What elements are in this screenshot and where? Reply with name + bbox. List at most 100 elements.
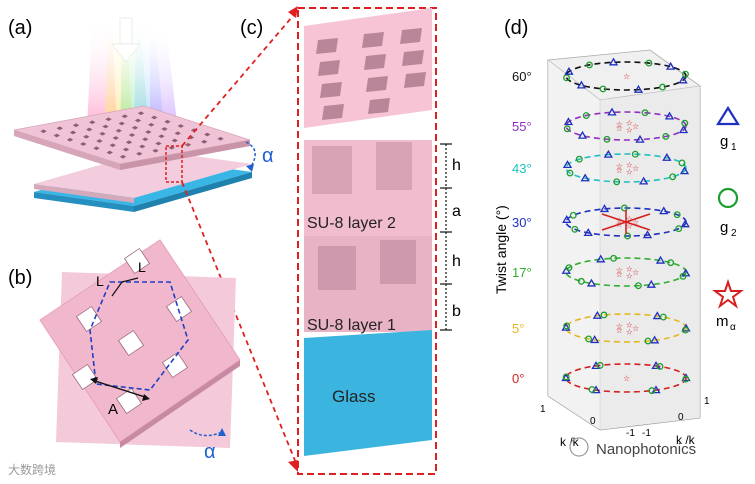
plate-hole bbox=[99, 131, 106, 136]
plate-hole bbox=[201, 139, 208, 144]
plate-hole bbox=[155, 141, 162, 146]
m-alpha-marker: ☆ bbox=[626, 327, 633, 336]
g1-marker bbox=[577, 130, 588, 139]
plate-hole bbox=[121, 114, 128, 119]
plate-hole bbox=[125, 140, 133, 145]
m-alpha-marker: ☆ bbox=[616, 120, 623, 129]
g2-marker bbox=[645, 59, 653, 67]
legend: g 1 g 2 m α bbox=[712, 105, 744, 333]
g1-marker bbox=[662, 152, 672, 161]
g2-marker bbox=[648, 387, 656, 395]
reciprocal-vector bbox=[625, 221, 651, 231]
g1-marker bbox=[608, 57, 619, 66]
plate-hole bbox=[105, 117, 112, 122]
plate-hole bbox=[217, 136, 224, 141]
m-alpha-marker: ☆ bbox=[626, 265, 633, 274]
g1-marker bbox=[664, 111, 675, 120]
g1-marker bbox=[562, 215, 572, 223]
watermark-left: 大数跨境 bbox=[8, 462, 56, 477]
twist-angle-tick: 60° bbox=[512, 69, 532, 84]
plate-hole bbox=[142, 137, 149, 142]
legend-circle-icon bbox=[717, 187, 739, 209]
panel-d-chart: ☆☆☆☆☆☆☆☆☆☆☆☆☆☆☆☆☆☆☆☆☆☆☆☆☆☆☆ Twist angle … bbox=[493, 49, 744, 449]
plate-hole bbox=[106, 150, 113, 155]
tick-x1-m1: -1 bbox=[626, 428, 635, 439]
plate-hole bbox=[177, 124, 184, 128]
legend-g2-sub: 2 bbox=[731, 228, 737, 239]
panel-c-label: (c) bbox=[240, 17, 263, 39]
g2-marker bbox=[575, 155, 583, 163]
g1-marker bbox=[652, 311, 662, 320]
plate-hole bbox=[112, 136, 119, 140]
g1-marker bbox=[590, 335, 600, 344]
plate-hole bbox=[96, 139, 103, 143]
zoom-box bbox=[165, 145, 183, 183]
plate-hole bbox=[122, 147, 130, 152]
g1-marker bbox=[678, 75, 688, 84]
plate-hole bbox=[131, 125, 139, 130]
plate-hole bbox=[115, 128, 122, 133]
plate-hole bbox=[102, 124, 109, 129]
hexagon-outline bbox=[89, 281, 189, 391]
g2-marker bbox=[585, 335, 593, 343]
m-alpha-marker: ☆ bbox=[632, 122, 639, 131]
plate-hole bbox=[152, 148, 159, 153]
layer2-label: SU-8 layer 2 bbox=[307, 215, 396, 232]
g2-marker bbox=[577, 277, 585, 285]
m-alpha-marker: ☆ bbox=[616, 124, 623, 133]
tick-x2-0: 0 bbox=[678, 412, 684, 423]
m-alpha-marker: ☆ bbox=[632, 218, 639, 227]
g2-marker bbox=[565, 264, 573, 272]
g2-marker bbox=[659, 83, 666, 91]
g1-marker bbox=[635, 134, 645, 143]
g2-marker bbox=[562, 373, 570, 381]
g1-marker bbox=[633, 84, 644, 93]
plate-hole bbox=[128, 133, 136, 137]
legend-g1-text: g bbox=[720, 133, 728, 150]
tick-x1-1: 1 bbox=[540, 404, 546, 415]
g1-marker bbox=[599, 204, 610, 213]
g1-marker bbox=[646, 279, 656, 288]
g1-marker bbox=[576, 80, 587, 89]
g2-marker bbox=[563, 125, 571, 133]
m-alpha-marker: ☆ bbox=[632, 164, 639, 173]
g2-marker bbox=[681, 119, 689, 127]
plate-hole bbox=[119, 154, 127, 159]
g1-marker bbox=[586, 278, 597, 287]
m-alpha-marker: ☆ bbox=[616, 162, 623, 171]
g2-marker bbox=[634, 282, 642, 290]
twist-angle-tick: 30° bbox=[512, 215, 532, 230]
m-alpha-marker: ☆ bbox=[616, 326, 623, 335]
g1-marker bbox=[665, 61, 676, 70]
g2-marker bbox=[563, 74, 570, 82]
m-alpha-marker: ☆ bbox=[616, 270, 623, 279]
plate-hole bbox=[109, 143, 116, 148]
x-axis-label-2: k /k bbox=[676, 433, 696, 447]
g2-marker bbox=[644, 337, 652, 345]
g2-marker bbox=[566, 169, 574, 177]
m-alpha-marker: ☆ bbox=[626, 321, 633, 330]
plate-hole bbox=[72, 123, 80, 128]
layer1-label: SU-8 layer 1 bbox=[307, 317, 396, 334]
plate-hole bbox=[89, 120, 96, 125]
g1-marker bbox=[642, 230, 653, 239]
plate-hole bbox=[40, 129, 47, 134]
g2-marker bbox=[656, 363, 664, 370]
plate-hole bbox=[174, 131, 181, 136]
g1-marker bbox=[680, 219, 690, 228]
g1-marker bbox=[678, 125, 689, 134]
legend-m-sub: α bbox=[730, 322, 736, 333]
L-label-1: L bbox=[96, 273, 104, 289]
dim-h-top: h bbox=[452, 157, 461, 174]
panel-b-illustration: L L A α bbox=[39, 239, 241, 463]
g1-marker bbox=[603, 149, 613, 158]
incident-light-arrow-icon bbox=[111, 17, 141, 63]
g2-marker bbox=[563, 322, 571, 330]
legend-g1-sub: 1 bbox=[731, 142, 737, 153]
g1-marker bbox=[649, 335, 660, 344]
reciprocal-vector bbox=[625, 213, 651, 223]
g2-marker bbox=[620, 204, 628, 212]
g2-marker bbox=[662, 133, 670, 140]
plate-hole bbox=[66, 137, 74, 142]
